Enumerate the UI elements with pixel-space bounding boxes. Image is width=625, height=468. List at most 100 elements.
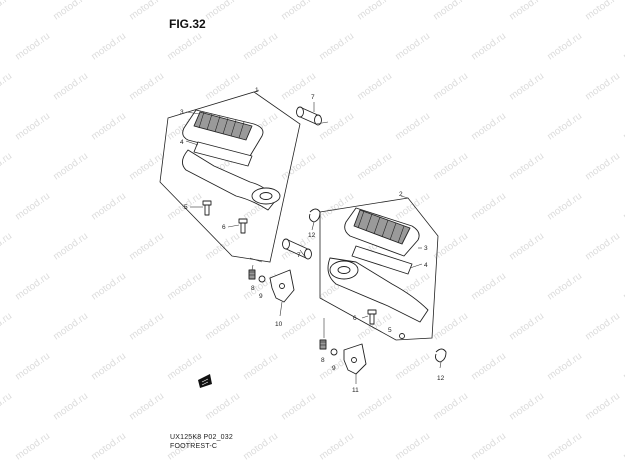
- watermark-text: motod.ru: [431, 151, 470, 183]
- watermark-text: motod.ru: [583, 0, 622, 22]
- stay-plate-right-hole: [351, 357, 357, 363]
- callout-5-right: 5: [388, 327, 392, 334]
- watermark-text: motod.ru: [545, 111, 584, 143]
- bolt-6-right: [367, 309, 377, 325]
- watermark-text: motod.ru: [0, 151, 14, 183]
- watermark-text: motod.ru: [51, 71, 90, 103]
- watermark-text: motod.ru: [545, 351, 584, 383]
- watermark-text: motod.ru: [127, 311, 166, 343]
- watermark-text: motod.ru: [241, 31, 280, 63]
- watermark-text: motod.ru: [279, 391, 318, 423]
- watermark-text: motod.ru: [431, 391, 470, 423]
- watermark-text: motod.ru: [621, 431, 625, 463]
- nut-left: [258, 275, 266, 283]
- watermark-text: motod.ru: [203, 391, 242, 423]
- watermark-text: motod.ru: [469, 271, 508, 303]
- callout-3-left: 3: [180, 109, 184, 116]
- watermark-text: motod.ru: [621, 111, 625, 143]
- watermark-text: motod.ru: [13, 191, 52, 223]
- figure-title: FIG.32: [169, 17, 206, 31]
- watermark-text: motod.ru: [13, 31, 52, 63]
- watermark-text: motod.ru: [317, 31, 356, 63]
- washer-right: [399, 333, 405, 339]
- watermark-text: motod.ru: [469, 431, 508, 463]
- watermark-text: motod.ru: [507, 151, 546, 183]
- watermark-text: motod.ru: [89, 31, 128, 63]
- callout-11: 11: [352, 387, 359, 394]
- footrest-bracket-left: [182, 149, 281, 211]
- watermark-text: motod.ru: [203, 0, 242, 22]
- pivot-pin-left: [296, 106, 322, 126]
- watermark-text: motod.ru: [507, 0, 546, 22]
- watermark-text: motod.ru: [355, 0, 394, 22]
- watermark-text: motod.ru: [355, 151, 394, 183]
- callout-2: 2: [399, 191, 403, 198]
- callout-labels: 1 2 3 3 4 4 5 5 6 6 7 7 8 8 9 9 10 11 12…: [180, 87, 445, 394]
- watermark-text: motod.ru: [393, 351, 432, 383]
- watermark-text: motod.ru: [0, 231, 14, 263]
- watermark-text: motod.ru: [431, 311, 470, 343]
- callout-12-left: 12: [308, 232, 316, 239]
- watermark-text: motod.ru: [89, 271, 128, 303]
- watermark-text: motod.ru: [279, 0, 318, 22]
- watermark-text: motod.ru: [583, 71, 622, 103]
- watermark-text: motod.ru: [13, 111, 52, 143]
- right-footrest-assembly: [282, 197, 447, 375]
- watermark-text: motod.ru: [621, 351, 625, 383]
- watermark-text: motod.ru: [89, 351, 128, 383]
- watermark-text: motod.ru: [127, 391, 166, 423]
- diagram-code: UX125K8 P02_032: [170, 434, 233, 441]
- watermark-text: motod.ru: [165, 31, 204, 63]
- watermark-text: motod.ru: [507, 71, 546, 103]
- watermark-text: motod.ru: [621, 271, 625, 303]
- watermark-text: motod.ru: [0, 0, 14, 22]
- bolt-5-left: [202, 200, 212, 216]
- watermark-text: motod.ru: [279, 311, 318, 343]
- callout-10: 10: [275, 321, 283, 328]
- watermark-text: motod.ru: [545, 271, 584, 303]
- watermark-text: motod.ru: [13, 351, 52, 383]
- watermark-text: motod.ru: [431, 71, 470, 103]
- watermark-text: motod.ru: [507, 231, 546, 263]
- watermark-text: motod.ru: [431, 0, 470, 22]
- pivot-pin-right: [282, 238, 312, 260]
- diagram-name: FOOTREST-C: [170, 443, 218, 450]
- callout-4-right: 4: [424, 262, 428, 269]
- watermark-text: motod.ru: [469, 351, 508, 383]
- callout-5-left: 5: [184, 204, 188, 211]
- callout-9-left: 9: [259, 293, 263, 300]
- watermark-text: motod.ru: [51, 0, 90, 22]
- watermark-text: motod.ru: [89, 191, 128, 223]
- callout-8-right: 8: [321, 357, 325, 364]
- watermark-text: motod.ru: [165, 351, 204, 383]
- watermark-text: motod.ru: [507, 311, 546, 343]
- watermark-text: motod.ru: [355, 391, 394, 423]
- watermark-text: motod.ru: [393, 431, 432, 463]
- watermark-text: motod.ru: [469, 111, 508, 143]
- watermark-text: motod.ru: [469, 191, 508, 223]
- watermark-text: motod.ru: [241, 351, 280, 383]
- watermark-text: motod.ru: [0, 71, 14, 103]
- watermark-text: motod.ru: [51, 391, 90, 423]
- watermark-text: motod.ru: [0, 391, 14, 423]
- callout-7-right: 7: [297, 252, 301, 259]
- watermark-text: motod.ru: [583, 231, 622, 263]
- callout-9-right: 9: [332, 365, 336, 372]
- watermark-text: motod.ru: [545, 431, 584, 463]
- leader-lines: [185, 89, 442, 384]
- watermark-text: motod.ru: [621, 191, 625, 223]
- watermark-text: motod.ru: [127, 231, 166, 263]
- stay-plate-left-hole: [279, 283, 285, 289]
- footrest-rubber-right: [344, 207, 420, 257]
- footrest-bracket-right: [327, 257, 429, 323]
- watermark-text: motod.ru: [165, 271, 204, 303]
- watermark-text: motod.ru: [507, 391, 546, 423]
- spring-left: [248, 269, 256, 280]
- watermark-text: motod.ru: [89, 111, 128, 143]
- callout-6-left: 6: [222, 224, 226, 231]
- spring-right: [319, 339, 327, 350]
- watermark-text: motod.ru: [545, 31, 584, 63]
- watermark-text: motod.ru: [0, 311, 14, 343]
